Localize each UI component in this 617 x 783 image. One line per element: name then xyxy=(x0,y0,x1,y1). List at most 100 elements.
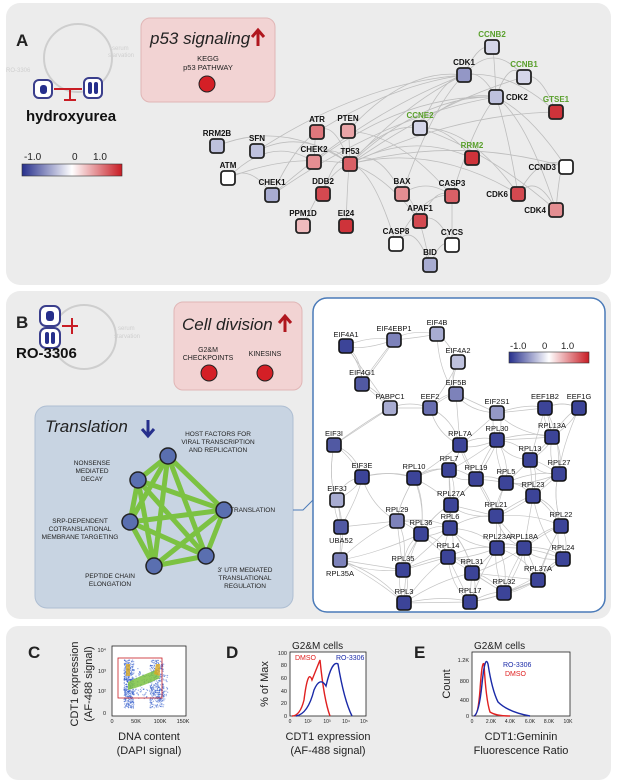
gene-node-eif5b[interactable]: EIF5B xyxy=(446,378,467,402)
gene-node-eef1g[interactable]: EEF1G xyxy=(567,392,592,416)
gene-node-chek2[interactable]: CHEK2 xyxy=(300,145,328,170)
gene-node-rpl30[interactable]: RPL30 xyxy=(486,424,509,448)
gene-node-rpl13a[interactable]: RPL13A xyxy=(538,421,566,445)
gene-label: EIF4A2 xyxy=(445,346,470,355)
gene-node-sfn[interactable]: SFN xyxy=(249,134,265,159)
translation-node[interactable] xyxy=(129,471,147,489)
translation-node[interactable] xyxy=(145,557,163,575)
gene-node-rpl23a[interactable]: RPL23A xyxy=(483,532,511,556)
gene-node-ccnb2[interactable]: CCNB2 xyxy=(478,30,506,55)
gene-node-eif4a2[interactable]: EIF4A2 xyxy=(445,346,471,370)
gene-node-rpl27[interactable]: RPL27 xyxy=(548,458,571,482)
scatter-point xyxy=(163,691,165,693)
gene-node-pten[interactable]: PTEN xyxy=(337,114,359,139)
d-ytick-3: 60 xyxy=(281,676,287,682)
gene-node-cdk2[interactable]: CDK2 xyxy=(488,89,528,105)
gene-node-casp8[interactable]: CASP8 xyxy=(383,227,410,252)
gene-node-ddb2[interactable]: DDB2 xyxy=(312,177,334,202)
scatter-point xyxy=(132,659,134,661)
gene-node-box xyxy=(516,540,532,556)
gene-node-ppm1d[interactable]: PPM1D xyxy=(289,209,317,234)
gene-node-atm[interactable]: ATM xyxy=(220,161,237,186)
gene-node-ccnd3[interactable]: CCND3 xyxy=(528,159,574,175)
gene-node-rpl37a[interactable]: RPL37A xyxy=(524,564,552,588)
gene-node-rpl17[interactable]: RPL17 xyxy=(459,586,482,610)
gene-node-uba52[interactable]: UBA52 xyxy=(329,519,353,545)
gene-node-eif4b[interactable]: EIF4B xyxy=(427,318,448,342)
gene-node-bid[interactable]: BID xyxy=(422,248,438,273)
scatter-point xyxy=(152,662,154,664)
gene-node-rpl35a[interactable]: RPL35A xyxy=(326,552,354,578)
gene-node-rpl7a[interactable]: RPL7A xyxy=(448,429,472,453)
gene-node-pabpc1[interactable]: PABPC1 xyxy=(375,392,405,416)
gene-node-eif4ebp1[interactable]: EIF4EBP1 xyxy=(376,324,412,348)
gene-node-eef2[interactable]: EEF2 xyxy=(421,392,440,416)
gene-node-rpl23[interactable]: RPL23 xyxy=(522,480,545,504)
translation-node[interactable] xyxy=(215,501,233,519)
gene-node-rpl21[interactable]: RPL21 xyxy=(485,500,508,524)
gene-node-eif4g1[interactable]: EIF4G1 xyxy=(349,368,375,392)
scatter-point xyxy=(163,695,165,697)
gene-node-cycs[interactable]: CYCS xyxy=(441,228,464,253)
gene-node-rrm2[interactable]: RRM2 xyxy=(461,141,484,166)
gene-node-cdk1[interactable]: CDK1 xyxy=(453,58,475,83)
p53-box-title: p53 signaling xyxy=(149,29,251,48)
gene-node-rpl22[interactable]: RPL22 xyxy=(550,510,573,534)
translation-node[interactable] xyxy=(197,547,215,565)
scatter-point xyxy=(139,688,142,690)
scatter-point xyxy=(159,693,161,695)
translation-node[interactable] xyxy=(121,513,139,531)
gene-node-rpl7[interactable]: RPL7 xyxy=(440,454,459,478)
gene-node-cdk4[interactable]: CDK4 xyxy=(524,202,564,218)
scatter-point xyxy=(123,675,126,678)
gene-node-atr[interactable]: ATR xyxy=(309,115,325,140)
gene-node-apaf1[interactable]: APAF1 xyxy=(407,204,433,229)
gene-node-casp3[interactable]: CASP3 xyxy=(439,179,466,204)
gene-node-eif3j[interactable]: EIF3J xyxy=(327,484,347,508)
trans-label-host-2: VIRAL TRANSCRIPTION xyxy=(181,439,255,446)
gene-node-gtse1[interactable]: GTSE1 xyxy=(543,95,570,120)
gene-node-rrm2b[interactable]: RRM2B xyxy=(203,129,232,154)
gene-node-rpl35[interactable]: RPL35 xyxy=(392,554,415,578)
gene-node-rpl36[interactable]: RPL36 xyxy=(410,518,433,542)
gene-node-box xyxy=(329,492,345,508)
gene-node-eif3i[interactable]: EIF3I xyxy=(325,429,343,453)
translation-box: Translation HOST FACTORS FOR VIRAL TRANS… xyxy=(34,405,294,609)
gene-node-rpl29[interactable]: RPL29 xyxy=(386,505,409,529)
gene-node-eif3e[interactable]: EIF3E xyxy=(352,461,373,485)
gene-node-rpl27a[interactable]: RPL27A xyxy=(437,489,465,513)
scatter-point xyxy=(159,665,162,667)
scatter-point xyxy=(159,679,161,681)
gene-node-rpl32[interactable]: RPL32 xyxy=(493,577,516,601)
scatter-point xyxy=(130,704,132,707)
scatter-point xyxy=(129,701,131,703)
gene-node-ccnb1[interactable]: CCNB1 xyxy=(510,60,538,85)
gene-node-rpl19[interactable]: RPL19 xyxy=(465,463,488,487)
scatter-point xyxy=(123,672,125,675)
scatter-point xyxy=(159,680,161,683)
gene-node-tp53[interactable]: TP53 xyxy=(340,147,360,172)
gene-node-rpl10[interactable]: RPL10 xyxy=(403,462,426,486)
gene-node-rpl3[interactable]: RPL3 xyxy=(395,587,414,611)
gene-node-ei24[interactable]: EI24 xyxy=(338,209,355,234)
gene-node-cdk6[interactable]: CDK6 xyxy=(486,186,526,202)
translation-node[interactable] xyxy=(159,447,177,465)
gene-node-box xyxy=(306,154,322,170)
gene-node-eef1b2[interactable]: EEF1B2 xyxy=(531,392,559,416)
gene-node-rpl13[interactable]: RPL13 xyxy=(519,444,542,468)
gene-node-rpl31[interactable]: RPL31 xyxy=(461,557,484,581)
gene-node-chek1[interactable]: CHEK1 xyxy=(258,178,286,203)
gene-node-eif4a1[interactable]: EIF4A1 xyxy=(333,330,359,354)
gene-node-ccne2[interactable]: CCNE2 xyxy=(406,111,434,136)
gene-node-rpl6[interactable]: RPL6 xyxy=(441,512,460,536)
scatter-point xyxy=(125,692,127,695)
gene-node-rpl24[interactable]: RPL24 xyxy=(552,543,575,567)
gene-node-rpl18a[interactable]: RPL18A xyxy=(510,532,538,556)
gene-node-rpl14[interactable]: RPL14 xyxy=(437,541,460,565)
gene-node-rpl5[interactable]: RPL5 xyxy=(497,467,516,491)
gene-label: PPM1D xyxy=(289,209,317,218)
gene-node-eif2s1[interactable]: EIF2S1 xyxy=(484,397,510,421)
scatter-point xyxy=(124,670,126,672)
scale-min-a: -1.0 xyxy=(24,152,42,163)
gene-node-bax[interactable]: BAX xyxy=(394,177,412,202)
